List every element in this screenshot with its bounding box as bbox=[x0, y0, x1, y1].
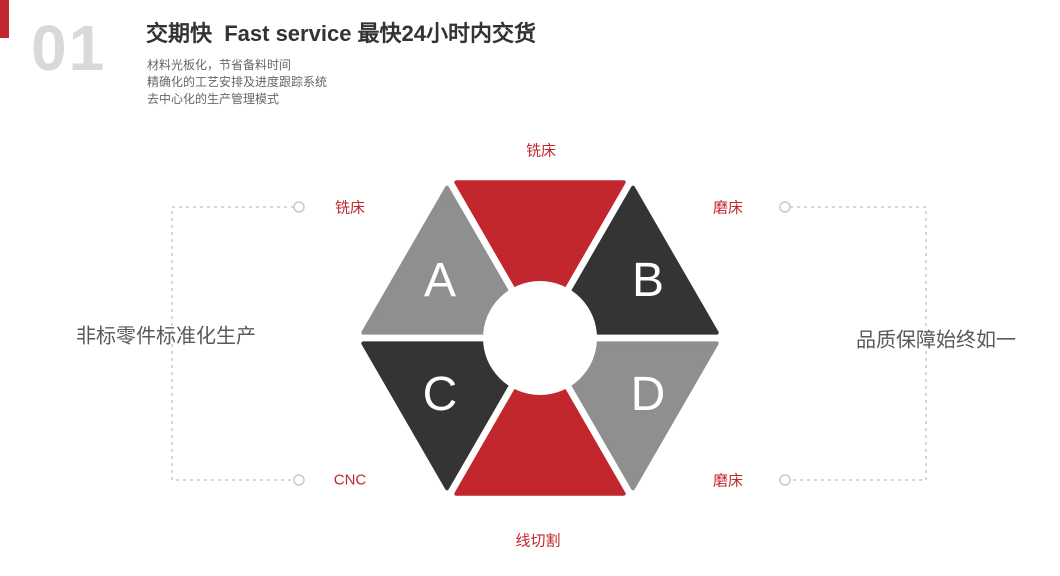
bullet-item: 精确化的工艺安排及进度跟踪系统 bbox=[147, 75, 328, 89]
hex-letter-b: B bbox=[631, 254, 665, 307]
connector-dot-icon bbox=[779, 201, 791, 213]
hex-segment-top bbox=[454, 180, 626, 330]
callout-upper-left: 铣床 bbox=[334, 199, 366, 217]
right-connector-line bbox=[790, 206, 927, 481]
hex-letter-c: C bbox=[422, 368, 458, 421]
accent-bar bbox=[0, 0, 9, 38]
bullet-list: 材料光板化，节省备料时间 精确化的工艺安排及进度跟踪系统 去中心化的生产管理模式 bbox=[147, 57, 327, 108]
hexagon-diagram bbox=[361, 180, 719, 496]
hexagon-center-circle bbox=[483, 281, 597, 395]
hex-segment-lower-right bbox=[547, 341, 719, 491]
callout-bottom: 线切割 bbox=[515, 532, 561, 550]
callout-top: 铣床 bbox=[525, 142, 557, 160]
hex-segment-lower-left bbox=[361, 341, 533, 491]
hex-segment-bottom bbox=[454, 346, 626, 496]
hex-letter-a: A bbox=[423, 254, 457, 307]
bullet-item: 材料光板化，节省备料时间 bbox=[147, 58, 292, 72]
callout-lower-right: 磨床 bbox=[712, 472, 744, 490]
hex-segment-upper-right bbox=[547, 185, 719, 335]
connector-dot-icon bbox=[293, 201, 305, 213]
left-connector-line bbox=[171, 206, 294, 481]
callout-lower-left: CNC bbox=[333, 471, 367, 489]
connector-dot-icon bbox=[293, 474, 305, 486]
slide-title: 交期快 Fast service 最快24小时内交货 bbox=[146, 21, 537, 46]
hex-letter-d: D bbox=[630, 368, 666, 421]
left-caption: 非标零件标准化生产 bbox=[76, 325, 256, 348]
connector-dot-icon bbox=[779, 474, 791, 486]
bullet-item: 去中心化的生产管理模式 bbox=[147, 92, 280, 106]
hex-segment-upper-left bbox=[361, 185, 533, 335]
callout-upper-right: 磨床 bbox=[712, 199, 744, 217]
right-caption: 品质保障始终如一 bbox=[856, 329, 1016, 352]
section-number: 01 bbox=[31, 12, 107, 84]
